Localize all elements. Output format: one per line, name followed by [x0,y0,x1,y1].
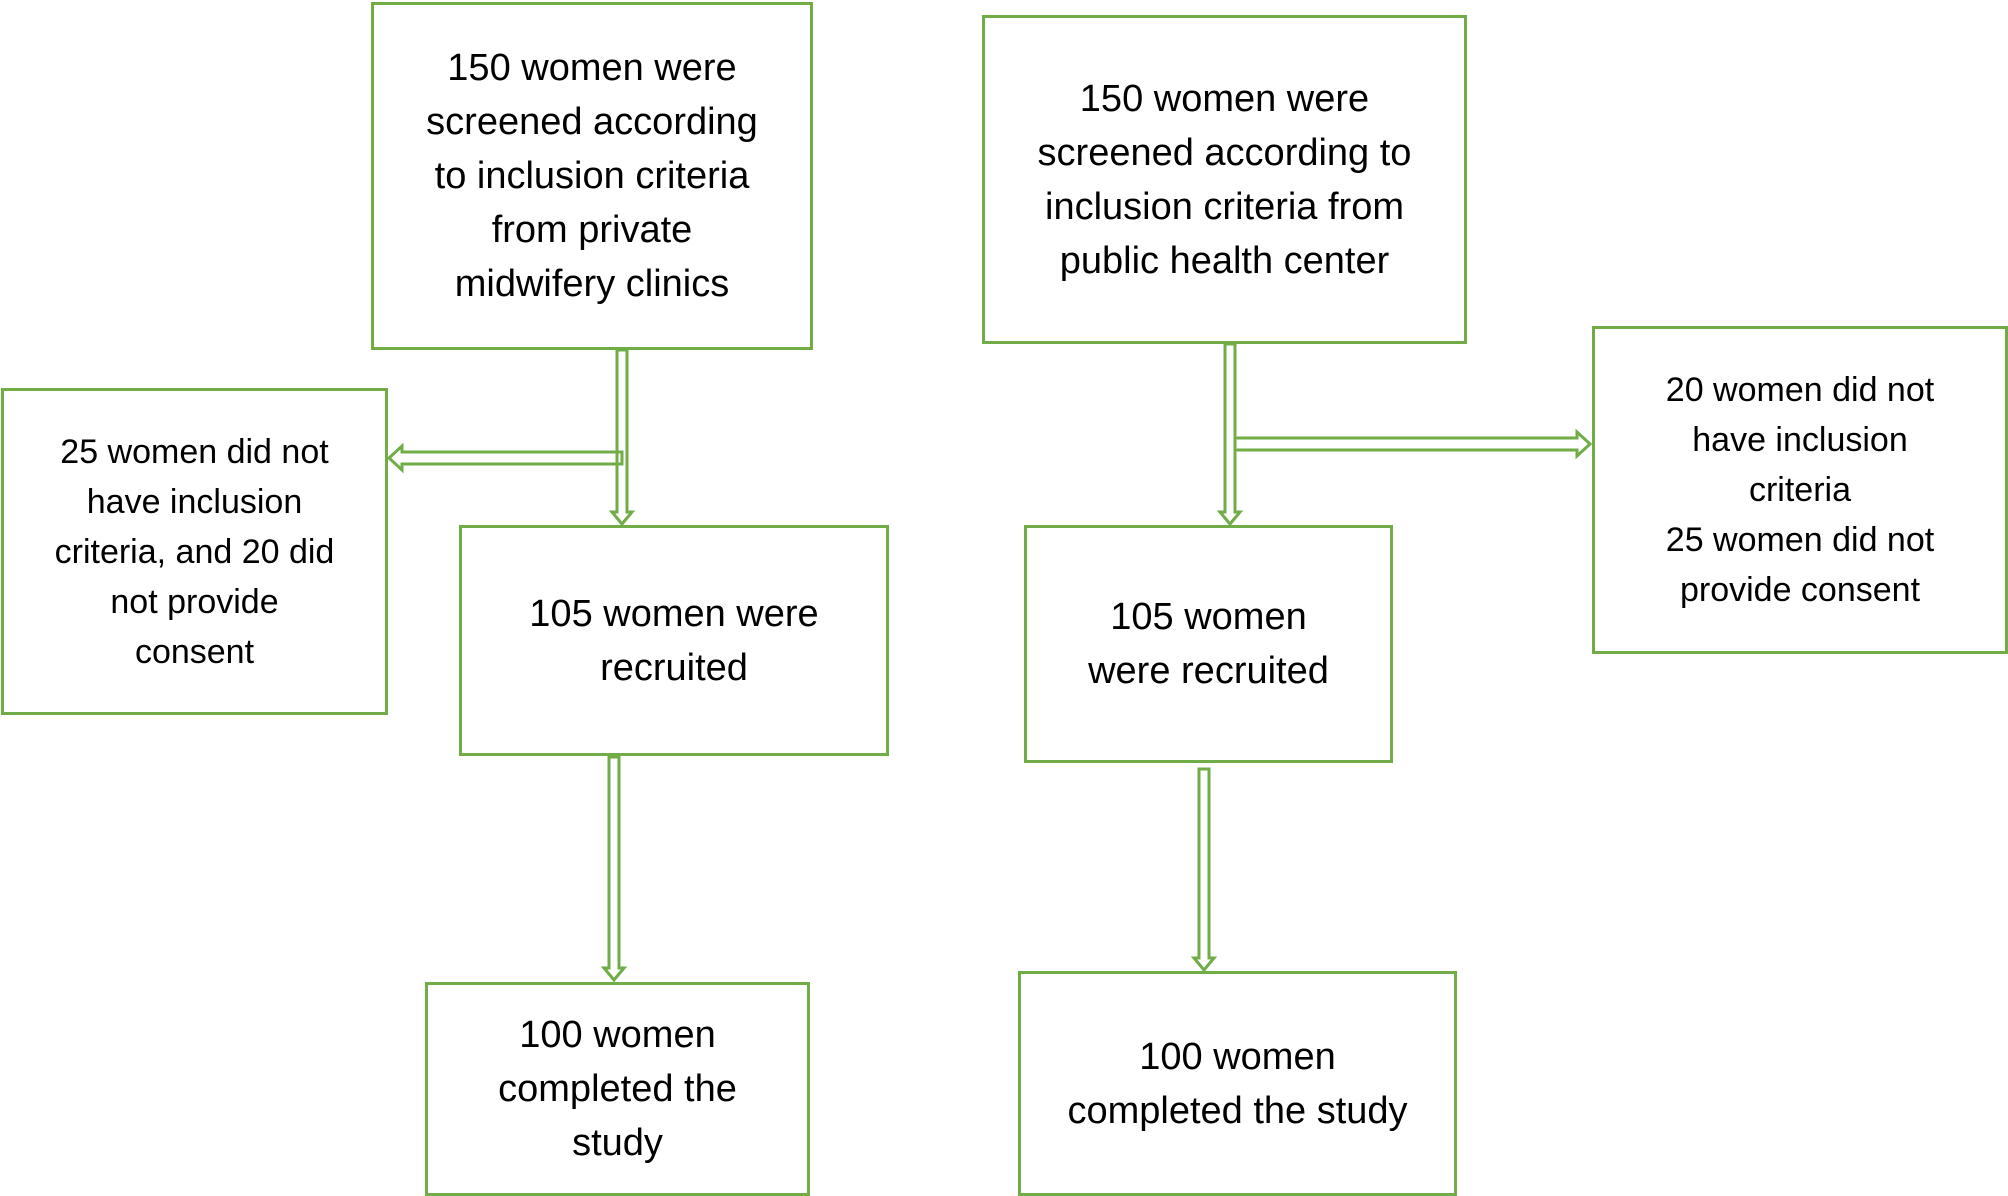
arrow-recruited-private-to-completed [600,755,628,983]
arrow-screen-public-to-recruited [1216,342,1244,527]
recruited-public-text: 105 women were recruited [1088,596,1329,692]
screened-private-clinics-text: 150 women were screened according to inc… [426,47,758,305]
completed-public-box: 100 women completed the study [1018,971,1457,1196]
screened-public-health-center-box: 150 women were screened according to inc… [982,15,1467,344]
completed-public-text: 100 women completed the study [1067,1035,1408,1132]
arrow-screen-private-to-excluded [386,442,624,474]
screened-public-health-center-text: 150 women were screened according to inc… [1037,77,1412,282]
arrow-screen-public-to-excluded [1233,428,1593,460]
screened-private-clinics-box: 150 women were screened according to inc… [371,2,813,350]
arrow-recruited-public-to-completed [1190,767,1218,973]
excluded-private-text: 25 women did not have inclusion criteria… [54,432,335,671]
recruited-private-text: 105 women were recruited [529,592,819,689]
arrow-screen-private-to-recruited [608,348,636,527]
excluded-public-box: 20 women did not have inclusion criteria… [1592,326,2008,654]
excluded-private-box: 25 women did not have inclusion criteria… [1,388,388,715]
completed-private-text: 100 women completed the study [498,1014,737,1164]
excluded-public-text: 20 women did not have inclusion criteria… [1665,371,1935,609]
recruited-private-box: 105 women were recruited [459,525,889,756]
recruited-public-box: 105 women were recruited [1024,525,1393,763]
completed-private-box: 100 women completed the study [425,982,810,1196]
